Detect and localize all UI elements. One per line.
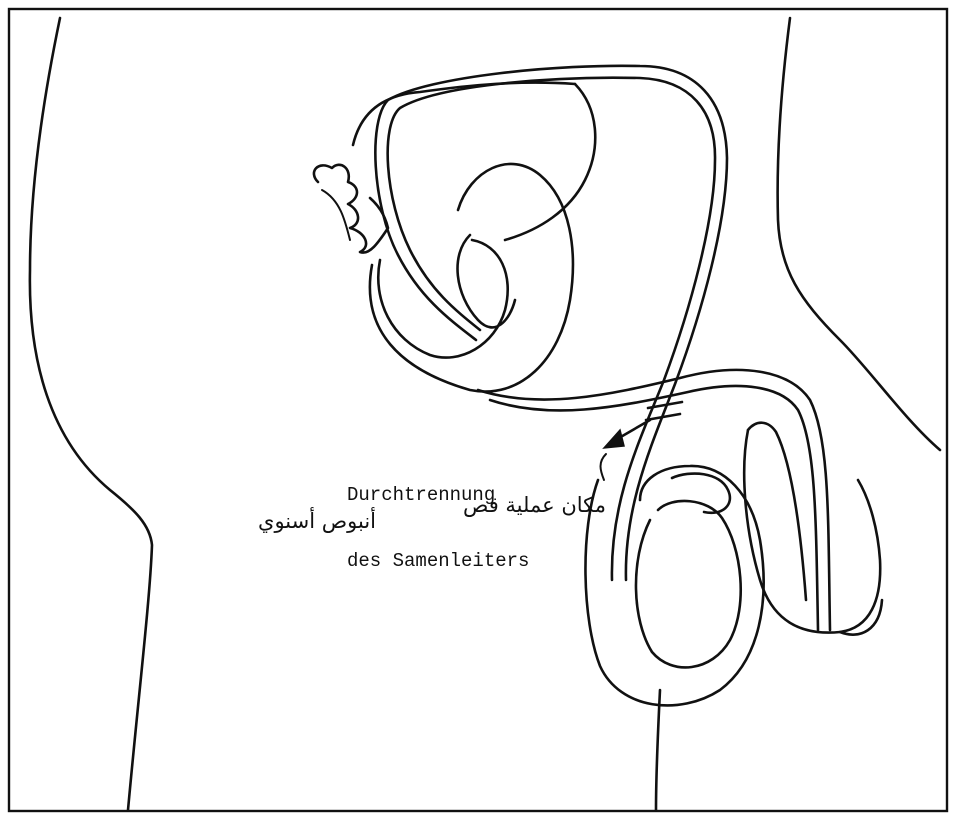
penis-shaft	[748, 423, 806, 600]
back-outline	[30, 18, 152, 810]
epididymis-outline	[672, 474, 730, 513]
arabic-label-part-1: مكان عملية قص	[370, 492, 606, 518]
rectum-outline	[353, 83, 575, 145]
pointer-arrow-head	[604, 430, 624, 448]
testis-outline	[636, 501, 741, 667]
german-label-line-2: des Samenleiters	[347, 550, 529, 572]
bowel-inner-outline	[505, 84, 595, 240]
frame-border	[9, 9, 947, 811]
arabic-label-part-2: أنبوص أسنوي	[108, 508, 376, 534]
perineum-line	[656, 690, 660, 810]
seminal-vesicle-inner	[322, 190, 350, 240]
arabic-label-leader	[601, 454, 607, 480]
abdomen-outline	[778, 18, 940, 450]
bladder-outline	[370, 164, 573, 392]
